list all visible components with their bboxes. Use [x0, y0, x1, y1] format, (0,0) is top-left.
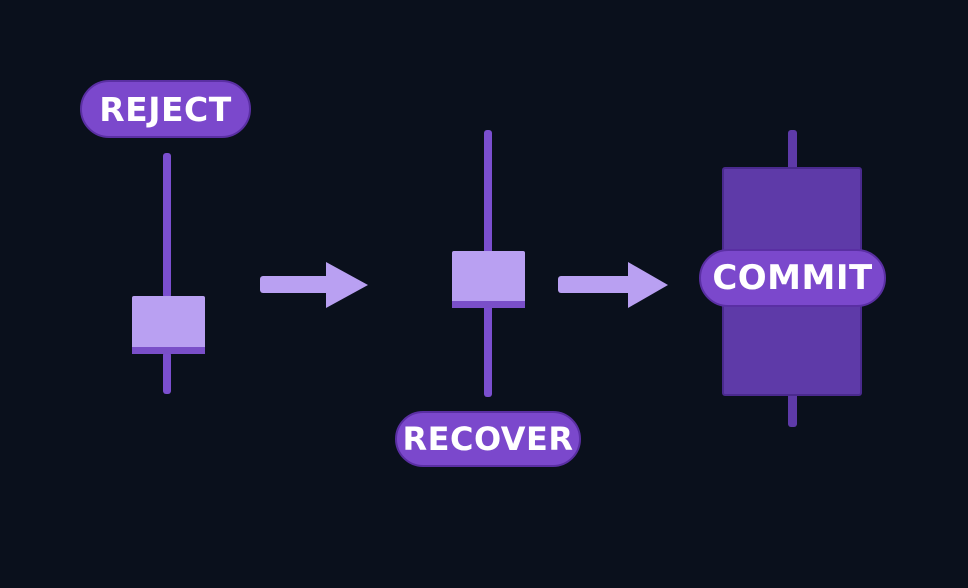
reject-label: REJECT — [80, 80, 251, 138]
commit-label: COMMIT — [699, 249, 886, 307]
reject-candle-upper-wick — [163, 153, 171, 298]
reject-candle-lower-wick — [163, 352, 171, 394]
recover-candle-lower-wick — [484, 305, 492, 397]
recover-candle-body-base — [452, 301, 525, 308]
recover-label: RECOVER — [395, 411, 581, 467]
arrow-right-icon — [260, 262, 368, 308]
recover-candle-body — [452, 251, 525, 308]
commit-candle-upper-wick — [788, 130, 797, 172]
arrow-right-icon — [558, 262, 668, 308]
commit-candle-lower-wick — [788, 392, 797, 427]
reject-candle-body — [132, 296, 205, 354]
reject-candle — [132, 153, 205, 394]
recover-candle — [452, 130, 525, 397]
recover-candle-upper-wick — [484, 130, 492, 255]
reject-candle-body-base — [132, 347, 205, 354]
